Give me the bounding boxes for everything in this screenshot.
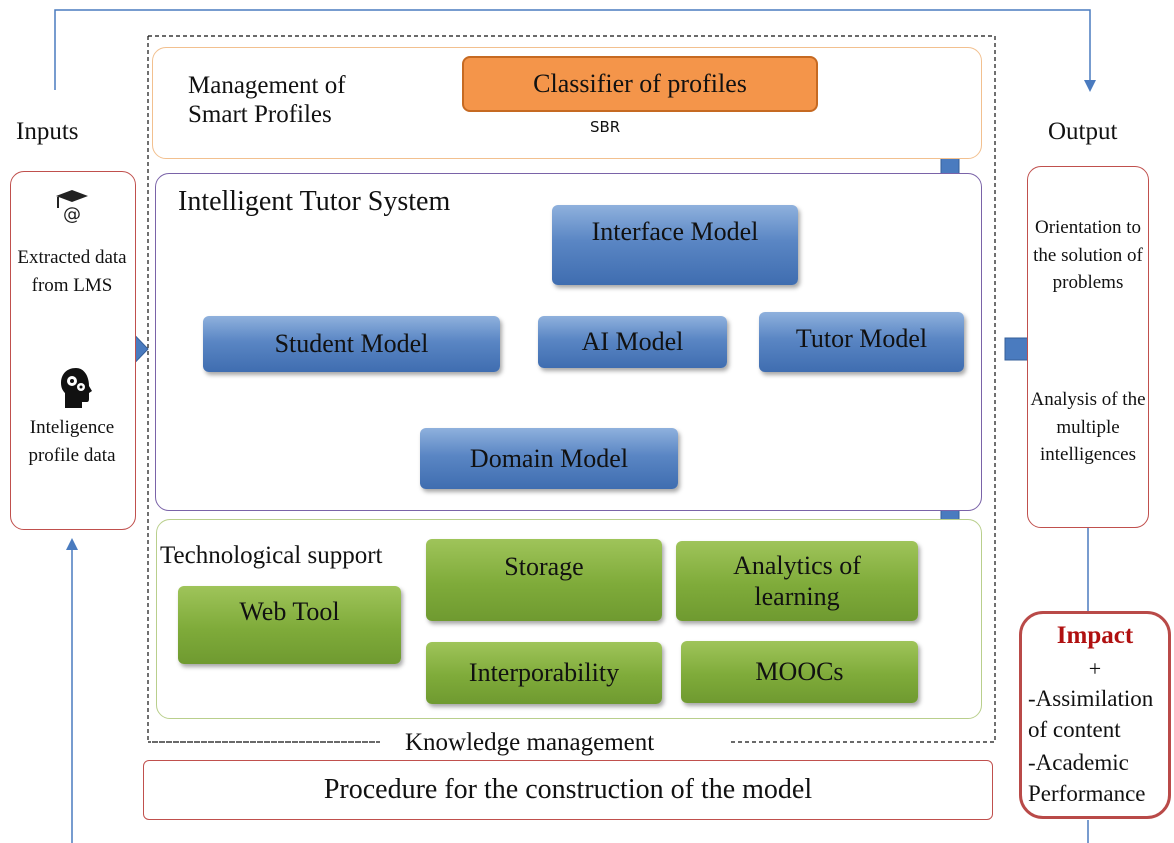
domain-model-label: Domain Model [469, 443, 629, 473]
output-title: Output [1048, 118, 1118, 145]
knowledge-management-label: Knowledge management [405, 729, 655, 756]
output-text-orientation: Orientation to the solution of problems [1033, 217, 1143, 294]
interoperability-box: Interporability [426, 642, 662, 704]
student-model-box: Student Model [203, 316, 500, 372]
impact-plus: + [1088, 656, 1102, 681]
graduation-cap-email-icon: @ [52, 186, 92, 226]
impact-title: Impact [1056, 622, 1134, 649]
impact-item-assimilation: -Assimilation of content [1028, 686, 1154, 743]
impact-box [1019, 611, 1171, 819]
ai-model-label: AI Model [581, 327, 684, 356]
output-panel [1027, 166, 1149, 528]
ai-model-box: AI Model [538, 316, 727, 368]
interoperability-label: Interporability [468, 658, 620, 688]
inputs-text-lms: Extracted data from LMS [17, 247, 127, 296]
procedure-box: Procedure for the construction of the mo… [143, 760, 993, 820]
impact-item-performance: -Academic Performance [1028, 750, 1146, 807]
student-model-label: Student Model [274, 329, 429, 358]
procedure-label: Procedure for the construction of the mo… [323, 774, 813, 805]
profiles-title: Management of Smart Profiles [188, 72, 346, 128]
analytics-box: Analytics of learning [676, 541, 918, 621]
svg-text:@: @ [63, 204, 81, 225]
interface-model-label: Interface Model [591, 217, 759, 246]
web-tool-label: Web Tool [239, 597, 340, 626]
inputs-text-intelligence: Inteligence profile data [28, 417, 116, 466]
storage-label: Storage [504, 552, 584, 581]
domain-model-box: Domain Model [420, 428, 678, 489]
sbr-label: SBR [590, 118, 621, 136]
moocs-label: MOOCs [755, 657, 844, 687]
storage-box: Storage [426, 539, 662, 621]
interface-model-box: Interface Model [552, 205, 798, 285]
classifier-box: Classifier of profiles [462, 56, 818, 112]
moocs-box: MOOCs [681, 641, 918, 703]
inputs-panel [10, 171, 136, 530]
tutor-model-box: Tutor Model [759, 312, 964, 372]
analytics-label: Analytics of learning [733, 550, 861, 611]
tech-title: Technological support [160, 542, 383, 569]
classifier-label: Classifier of profiles [533, 69, 747, 98]
web-tool-box: Web Tool [178, 586, 401, 664]
head-gears-icon [58, 366, 94, 410]
knowledge-management-frame [148, 35, 996, 743]
feedback-loop-top [54, 9, 1096, 92]
tutor-model-label: Tutor Model [795, 324, 928, 353]
inputs-title: Inputs [16, 118, 79, 145]
its-title: Intelligent Tutor System [178, 186, 451, 217]
output-text-analysis: Analysis of the multiple intelligences [1030, 389, 1146, 466]
